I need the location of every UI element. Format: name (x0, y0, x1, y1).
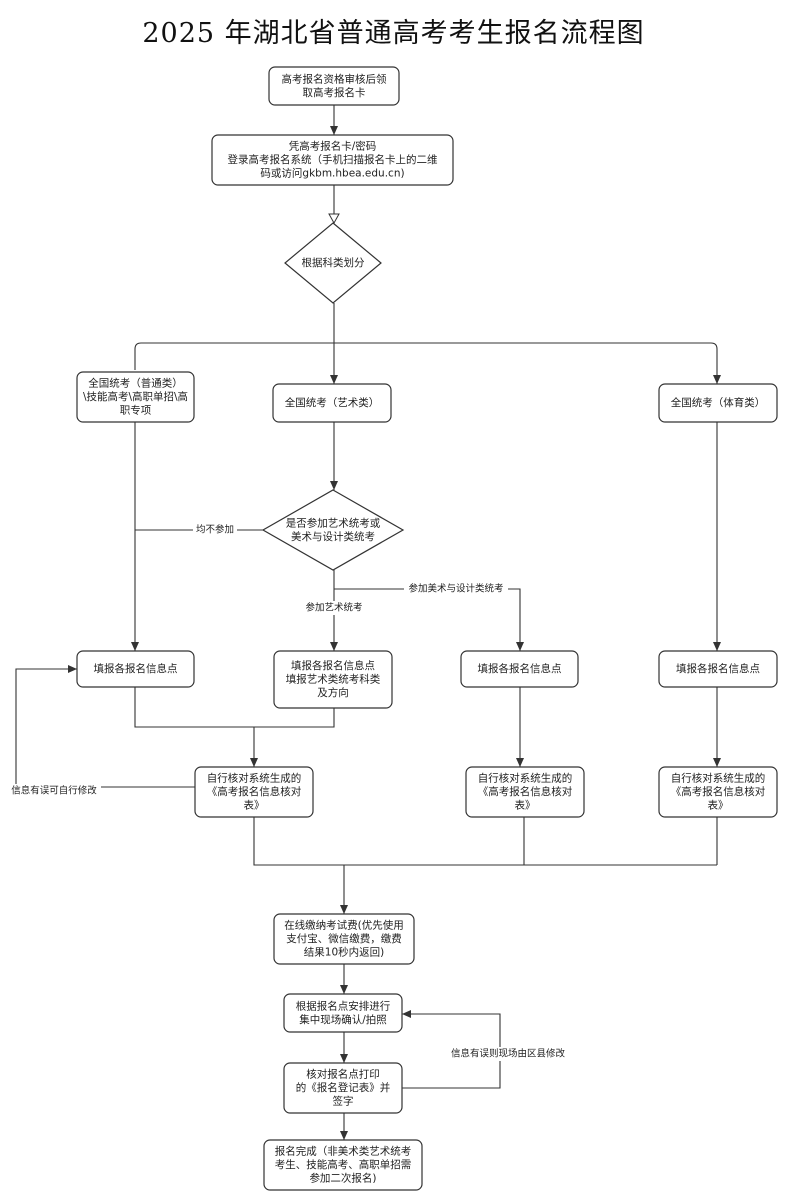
node-label-line: 《高考报名信息核对 (671, 785, 766, 798)
process-box (658, 650, 778, 688)
node-label-line: 《高考报名信息核对 (207, 785, 302, 798)
node-label-line: 是否参加艺术统考或 (286, 516, 381, 529)
node-label-line: 自行核对系统生成的 (207, 772, 302, 785)
node-label-line: 填报各报名信息点 (94, 662, 178, 675)
node-art: 全国统考（艺术类） (272, 383, 392, 423)
node-label-line: 支付宝、微信缴费，缴费 (286, 932, 402, 945)
node-label-line: 考生、技能高考、高职单招需 (275, 1158, 412, 1171)
node-label-line: 美术与设计类统考 (291, 530, 375, 543)
process-box (283, 993, 403, 1033)
node-label-line: 填报艺术类统考科类 (286, 673, 381, 686)
node-label-line: 根据报名点安排进行 (296, 999, 391, 1012)
process-box (283, 1062, 403, 1114)
edge-checks-merge (253, 817, 718, 866)
process-box (268, 66, 400, 106)
edge-label-art-exam: 参加艺术统考 (305, 602, 362, 614)
node-label-line: 及方向 (317, 686, 349, 699)
node-label-line: 取高考报名卡 (303, 86, 366, 99)
edge-fill-merge-to-check1 (134, 687, 335, 767)
node-login: 凭高考报名卡/密码登录高考报名系统（手机扫描报名卡上的二维码或访问gkbm.hb… (211, 134, 454, 186)
process-box (263, 1139, 423, 1191)
node-label-line: 核对报名点打印 (306, 1068, 380, 1081)
node-label-line: 根据科类划分 (302, 256, 365, 269)
node-label-line: 报名完成（非美术类艺术统考 (275, 1145, 412, 1158)
process-box (76, 371, 195, 423)
node-label-line: 签字 (333, 1095, 354, 1108)
flowchart-nodes: 高考报名资格审核后领取高考报名卡凭高考报名卡/密码登录高考报名系统（手机扫描报名… (76, 66, 778, 1191)
node-label-line: 填报各报名信息点 (291, 659, 375, 672)
edge-label-design-exam: 参加美术与设计类统考 (408, 583, 503, 595)
edge-label-bg (404, 582, 508, 596)
node-label-line: 填报各报名信息点 (478, 662, 562, 675)
process-box (273, 913, 415, 965)
edge-label-bg (7, 784, 101, 798)
node-label-line: 自行核对系统生成的 (671, 772, 766, 785)
process-box (272, 383, 392, 423)
node-label-line: 高考报名资格审核后领 (282, 72, 387, 85)
process-box (465, 766, 585, 818)
node-label-line: 码或访问gkbm.hbea.edu.cn) (260, 167, 404, 180)
node-label-line: 《高考报名信息核对 (478, 785, 573, 798)
node-label-line: 表》 (708, 799, 729, 812)
decision-diamond (284, 222, 382, 304)
node-label-line: 参加二次报名) (309, 1172, 376, 1185)
node-label-line: 集中现场确认/拍照 (299, 1013, 387, 1026)
process-box (194, 766, 314, 818)
node-label-line: 全国统考（体育类） (671, 396, 766, 409)
node-label-line: \技能高考\高职单招\高 (83, 390, 188, 403)
edge-label-county-edit: 信息有误则现场由区县修改 (451, 1048, 566, 1060)
edge-self-edit-loop (15, 665, 195, 788)
edge-decision-design (334, 588, 524, 651)
decision-diamond (261, 489, 405, 571)
node-fill-sports: 填报各报名信息点 (658, 650, 778, 688)
node-label-line: 职专项 (120, 404, 152, 417)
node-label-line: 表》 (515, 799, 536, 812)
node-label-line: 全国统考（艺术类） (285, 396, 380, 409)
process-box (460, 650, 579, 688)
page-title: 2025 年湖北省普通高考考生报名流程图 (142, 18, 645, 49)
node-fill-general: 填报各报名信息点 (76, 650, 195, 688)
edge-label-none: 均不参加 (196, 524, 234, 536)
node-label-line: 自行核对系统生成的 (478, 772, 573, 785)
edge-label-bg (446, 1047, 570, 1061)
node-label-line: 填报各报名信息点 (676, 662, 760, 675)
process-box (658, 383, 778, 423)
node-label-line: 全国统考（普通类） (88, 377, 183, 390)
node-label-line: 凭高考报名卡/密码 (289, 140, 377, 153)
node-label-line: 在线缴纳考试费(优先使用 (284, 919, 404, 932)
node-sports: 全国统考（体育类） (658, 383, 778, 423)
node-label-line: 登录高考报名系统（手机扫描报名卡上的二维 (228, 153, 438, 166)
process-box (76, 650, 195, 688)
edge-label-self-edit: 信息有误可自行修改 (11, 785, 97, 797)
process-box (211, 134, 454, 186)
node-fill-design: 填报各报名信息点 (460, 650, 579, 688)
node-classify: 根据科类划分 (284, 222, 382, 304)
edge-label-bg (193, 523, 237, 537)
node-label-line: 的《报名登记表》并 (296, 1081, 391, 1094)
node-label-line: 表》 (244, 799, 265, 812)
process-box (273, 650, 393, 709)
process-box (658, 766, 778, 818)
edge-branch-bar (134, 342, 721, 384)
node-label-line: 结果10秒内返回) (304, 946, 384, 959)
edge-label-bg (302, 601, 366, 615)
